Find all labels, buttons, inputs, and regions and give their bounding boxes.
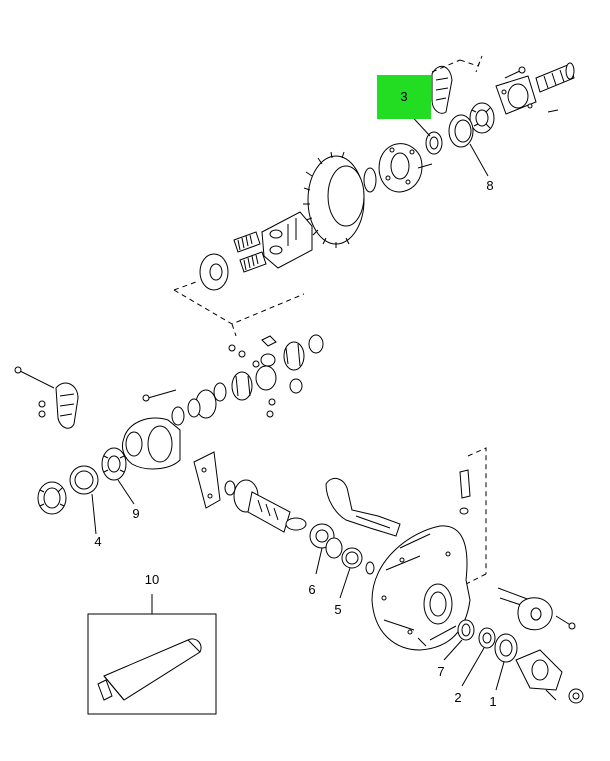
bearing-cup-8 <box>448 114 474 148</box>
pinion-shaft-assembly <box>431 62 575 134</box>
bearing-cup-5 <box>341 547 363 569</box>
carrier-flange <box>378 143 433 193</box>
diff-case-half <box>261 211 313 269</box>
carrier-housing <box>121 417 181 470</box>
callout-2[interactable]: 2 <box>454 690 461 705</box>
thrust-washer <box>363 167 377 193</box>
callout-1[interactable]: 1 <box>489 694 496 709</box>
spider-gears <box>233 231 267 273</box>
sensor-plug <box>459 469 471 515</box>
ring-gear <box>303 151 365 248</box>
callout-8[interactable]: 8 <box>486 178 493 193</box>
drive-pinion <box>224 479 291 533</box>
callout-5[interactable]: 5 <box>334 602 341 617</box>
shift-fork <box>325 477 401 537</box>
bearing-6-inner <box>325 537 343 559</box>
bearing-3 <box>425 131 443 155</box>
cover-plate <box>517 597 553 631</box>
bearing-cup-7 <box>457 619 475 641</box>
callout-6[interactable]: 6 <box>308 582 315 597</box>
leader-lines <box>91 109 505 691</box>
bearing-cup-4 <box>69 465 99 495</box>
shim <box>365 561 375 575</box>
bearing-cap-bracket <box>193 451 221 509</box>
bearing-9 <box>101 447 127 481</box>
assembly-dashed-guide-mid <box>173 281 305 337</box>
companion-flange <box>515 649 584 704</box>
adjuster-nut <box>37 481 67 515</box>
axle-housing <box>371 525 471 651</box>
bolt-left <box>142 389 177 402</box>
diff-case-left <box>199 253 229 291</box>
grease-tube-box <box>87 613 217 715</box>
callout-3-highlight <box>377 75 431 119</box>
spacer-ring <box>285 517 307 531</box>
callout-10[interactable]: 10 <box>145 572 159 587</box>
assembly-dashed-outline-top <box>431 55 483 73</box>
callout-9[interactable]: 9 <box>132 506 139 521</box>
washer-a <box>171 406 185 426</box>
callout-4[interactable]: 4 <box>94 534 101 549</box>
washer-b <box>187 398 201 418</box>
left-yoke <box>14 366 79 429</box>
seal-1 <box>494 633 518 663</box>
bearing-2 <box>478 627 496 649</box>
callout-7[interactable]: 7 <box>437 664 444 679</box>
differential-components <box>195 334 324 419</box>
callout-3[interactable]: 3 <box>400 89 407 104</box>
